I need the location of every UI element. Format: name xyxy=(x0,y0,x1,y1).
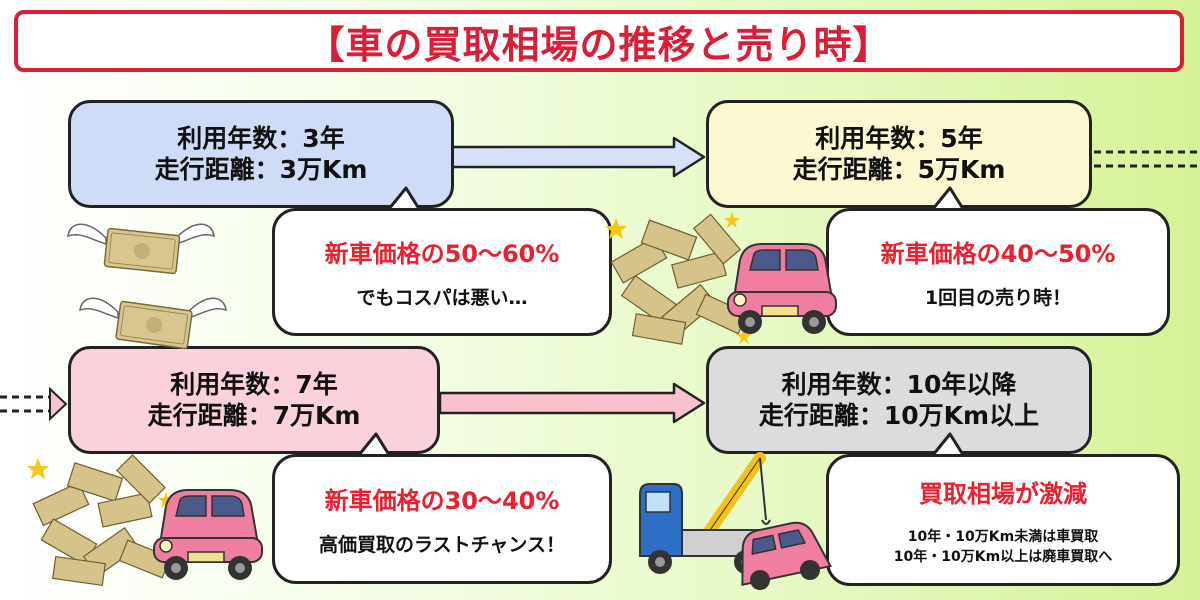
stage-1-bubble: 新車価格の50〜60% でもコスパは悪い… xyxy=(272,208,612,336)
stage-1-mileage: 走行距離：3万Km xyxy=(154,155,368,184)
money-pile-icon xyxy=(27,454,174,587)
stage-2-mileage: 走行距離：5万Km xyxy=(792,155,1006,184)
stage-3-years: 利用年数：7年 xyxy=(170,370,338,399)
stage-2-years: 利用年数：5年 xyxy=(815,124,983,153)
stage-1-note: でもコスパは悪い… xyxy=(356,287,528,309)
stage-2-price: 新車価格の40〜50% xyxy=(880,240,1116,268)
stage-3-mileage: 走行距離：7万Km xyxy=(147,401,361,430)
connector-dashed-left xyxy=(0,386,68,422)
stage-1-price: 新車価格の50〜60% xyxy=(324,240,560,268)
page-title: 【車の買取相場の推移と売り時】 xyxy=(306,22,892,67)
pink-car-icon xyxy=(727,243,837,334)
stage-4-note-line-2: 10年・10万Km以上は廃車買取へ xyxy=(893,548,1113,565)
arrow-stage1-to-stage2 xyxy=(450,136,706,178)
flying-money-icon xyxy=(67,223,215,275)
stage-4-mileage: 走行距離：10万Km以上 xyxy=(758,401,1040,430)
flying-money-icon xyxy=(79,297,227,350)
stage-2-bubble: 新車価格の40〜50% 1回目の売り時！ xyxy=(826,208,1170,336)
stage-2-box: 利用年数：5年 走行距離：5万Km xyxy=(706,100,1092,208)
stage-4-bubble: 買取相場が激減 10年・10万Km未満は車買取 10年・10万Km以上は廃車買取… xyxy=(826,454,1180,586)
stage-4-note-line-1: 10年・10万Km未満は車買取 xyxy=(907,528,1099,545)
stage-1-box: 利用年数：3年 走行距離：3万Km xyxy=(68,100,454,208)
tow-truck-icon xyxy=(639,452,832,590)
stage-4-price: 買取相場が激減 xyxy=(919,479,1087,508)
stage-4-years: 利用年数：10年以降 xyxy=(781,370,1017,399)
arrow-stage3-to-stage4 xyxy=(438,382,706,424)
connector-dashed-right xyxy=(1094,150,1200,168)
stage-3-bubble: 新車価格の30〜40% 高価買取のラストチャンス！ xyxy=(272,454,612,584)
stage-3-price: 新車価格の30〜40% xyxy=(324,487,560,515)
pink-car-icon xyxy=(153,489,263,580)
stage-3-box: 利用年数：7年 走行距離：7万Km xyxy=(68,346,440,454)
stage-4-box: 利用年数：10年以降 走行距離：10万Km以上 xyxy=(706,346,1092,454)
stage-2-note: 1回目の売り時！ xyxy=(924,287,1072,309)
stage-1-years: 利用年数：3年 xyxy=(177,124,345,153)
money-pile-icon xyxy=(605,212,752,345)
title-banner: 【車の買取相場の推移と売り時】 xyxy=(14,10,1184,72)
stage-3-note: 高価買取のラストチャンス！ xyxy=(318,534,566,556)
